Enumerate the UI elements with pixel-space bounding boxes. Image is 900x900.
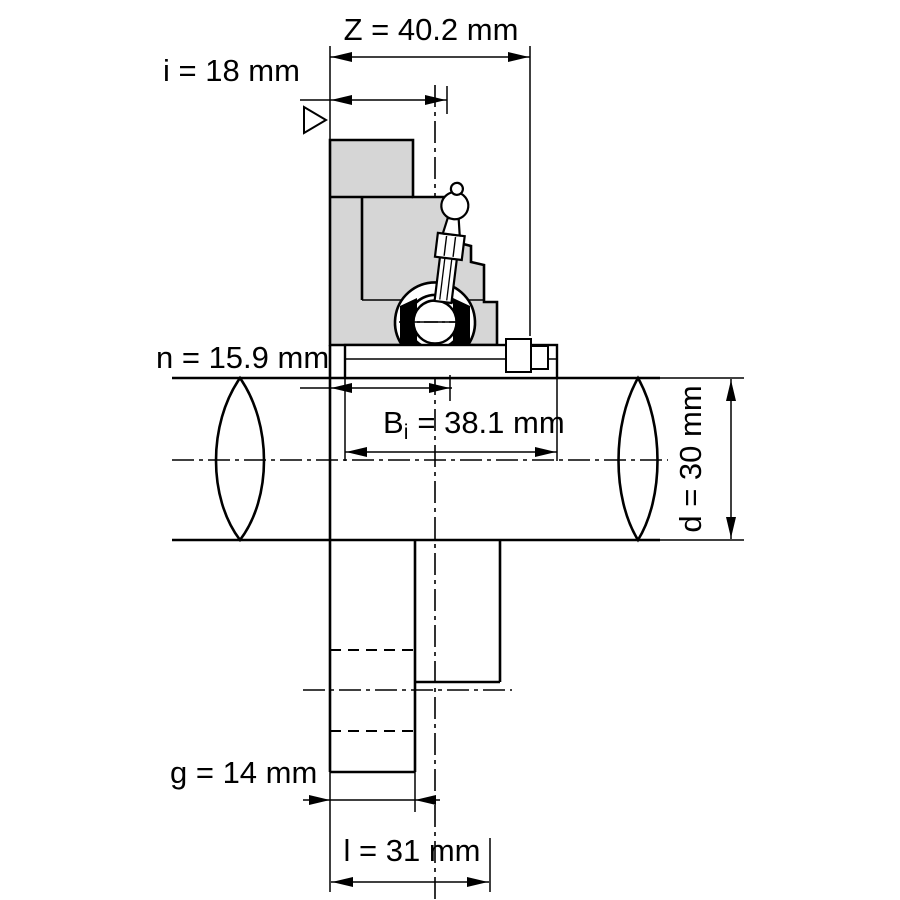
grease-stem-thread-left (439, 257, 446, 300)
i-label: i = 18 mm (163, 53, 300, 88)
bi-label: Bi = 38.1 mm (383, 405, 565, 444)
d-arrow-top (726, 380, 736, 401)
flange-front-view (328, 345, 502, 774)
bi-label-sub: i (404, 421, 409, 444)
i-arrow-left (331, 95, 352, 105)
grease-hex (433, 231, 466, 262)
dimension-z: Z = 40.2 mm (329, 12, 531, 336)
bi-arrow-right (535, 447, 556, 457)
dimension-g: g = 14 mm (170, 755, 440, 892)
centerlines (172, 85, 668, 900)
g-label: g = 14 mm (170, 755, 317, 790)
bi-label-value: = 38.1 mm (417, 405, 564, 440)
i-arrow-right (425, 95, 446, 105)
n-arrow-left (331, 383, 352, 393)
bi-arrow-left (346, 447, 367, 457)
dimension-bi: Bi = 38.1 mm (344, 379, 565, 461)
bi-label-base: B (383, 405, 404, 440)
dimension-i: i = 18 mm (163, 53, 448, 114)
d-arrow-bottom (726, 517, 736, 538)
set-screw-inner (530, 345, 549, 370)
shaft (172, 375, 660, 543)
outer-race-arc-outer (393, 281, 477, 346)
grease-tip (449, 181, 464, 196)
grease-stem-thread-right (446, 258, 453, 301)
datum-triangle-symbol (303, 105, 328, 135)
dimension-l: l = 31 mm (331, 833, 491, 892)
d-label: d = 30 mm (673, 385, 708, 532)
grease-fitting (433, 181, 470, 305)
g-arrow-left (309, 795, 330, 805)
dimension-d: d = 30 mm (652, 377, 744, 541)
n-label: n = 15.9 mm (156, 340, 329, 375)
grease-hex-facet-right (452, 236, 457, 257)
shaft-break-right (617, 375, 659, 543)
shaft-break-left (214, 375, 266, 543)
z-label: Z = 40.2 mm (344, 12, 519, 47)
set-screw-outer (505, 338, 532, 373)
l-arrow-right (467, 877, 488, 887)
dimension-n: n = 15.9 mm (156, 340, 452, 401)
grease-hex-facet-left (443, 235, 448, 256)
l-label: l = 31 mm (344, 833, 481, 868)
n-arrow-right (429, 383, 450, 393)
g-arrow-right (415, 795, 436, 805)
z-arrow-right (508, 52, 529, 62)
l-arrow-left (332, 877, 353, 887)
z-arrow-left (331, 52, 352, 62)
